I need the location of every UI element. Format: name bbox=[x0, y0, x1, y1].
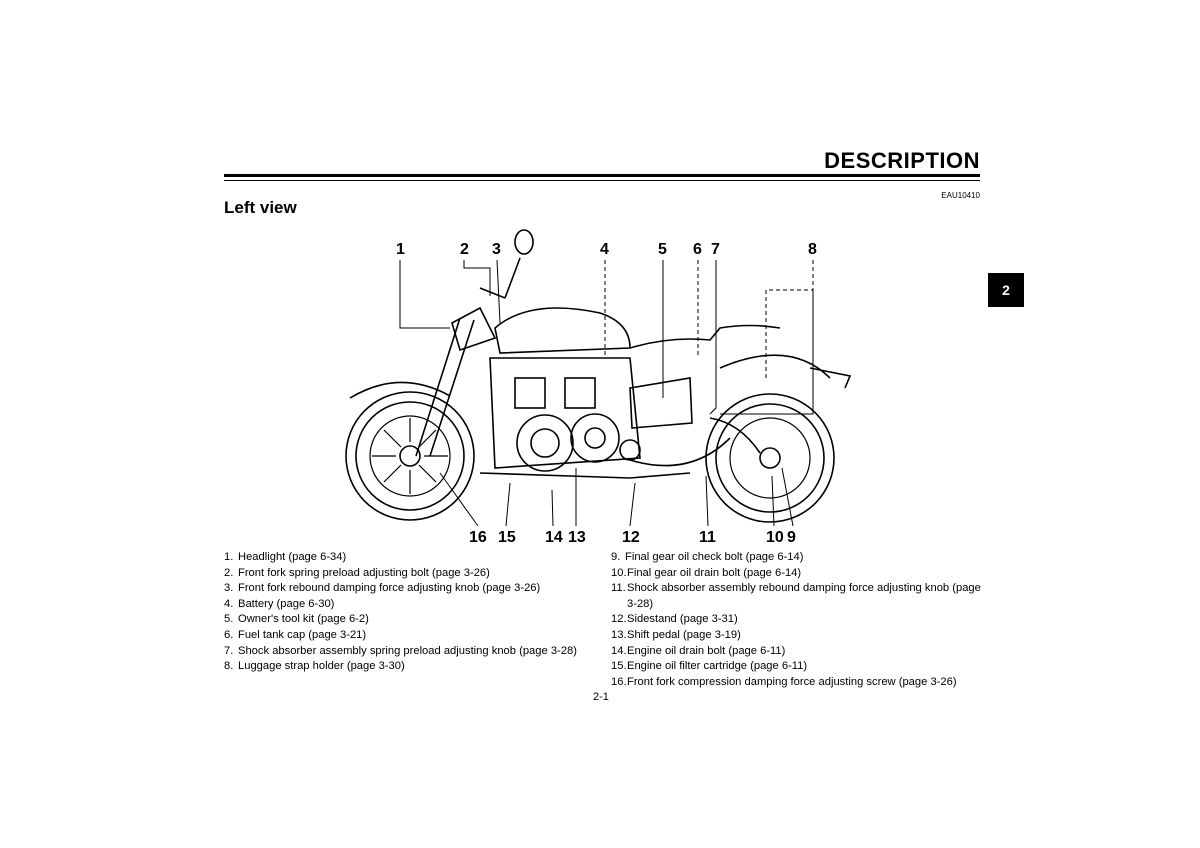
legend-number: 16. bbox=[611, 675, 627, 688]
legend-text: Final gear oil check bolt (page 6-14) bbox=[625, 551, 804, 563]
callout-9: 9 bbox=[787, 529, 796, 546]
legend-item: 3. Front fork rebound damping force adjus… bbox=[224, 581, 604, 597]
legend-number: 1. bbox=[224, 551, 234, 563]
legend-item: 10.Final gear oil drain bolt (page 6-14) bbox=[611, 566, 981, 582]
legend-text: Sidestand (page 3-31) bbox=[627, 613, 738, 626]
legend-number: 7. bbox=[224, 644, 234, 657]
legend-number: 11. bbox=[611, 582, 626, 595]
callout-3: 3 bbox=[492, 241, 501, 258]
legend-number: 13. bbox=[611, 628, 627, 641]
header-rule-thin bbox=[224, 180, 980, 181]
legend-text: Front fork rebound damping force adjusti… bbox=[238, 582, 541, 595]
callout-5: 5 bbox=[658, 241, 667, 258]
legend-number: 12. bbox=[611, 613, 627, 626]
legend-item: 9. Final gear oil check bolt (page 6-14) bbox=[611, 550, 981, 566]
legend-text: Battery (page 6-30) bbox=[238, 597, 335, 610]
callouts-top: 1 2 3 4 5 6 7 8 bbox=[396, 241, 817, 258]
legend-item: 2. Front fork spring preload adjusting bo… bbox=[224, 566, 604, 582]
legend-number: 3. bbox=[224, 582, 234, 595]
page-subtitle: Left view bbox=[224, 198, 297, 217]
legend-number: 9. bbox=[611, 551, 621, 563]
legend-item: 15.Engine oil filter cartridge (page 6-1… bbox=[611, 659, 981, 675]
legend-text: Headlight (page 6-34) bbox=[238, 551, 347, 563]
leader-lines-bottom bbox=[439, 467, 794, 527]
motorcycle-left-view-illustration: 1 2 3 4 5 6 7 8 16 15 14 13 12 11 10 9 bbox=[345, 229, 852, 546]
header-rule-thick bbox=[224, 174, 980, 177]
legend-right: 9.Final gear oil check bolt (page 6-14) … bbox=[611, 550, 981, 690]
section-title: DESCRIPTION bbox=[824, 148, 980, 173]
legend-item: 12.Sidestand (page 3-31) bbox=[611, 612, 981, 628]
legend-text: Luggage strap holder (page 3-30) bbox=[238, 660, 405, 673]
callout-7: 7 bbox=[711, 241, 720, 258]
chapter-tab: 2 bbox=[988, 273, 1024, 307]
legend-number: 14. bbox=[611, 644, 627, 657]
legend-number: 2. bbox=[224, 566, 234, 579]
legend-number: 6. bbox=[224, 628, 234, 641]
callout-14: 14 bbox=[545, 529, 563, 546]
callout-12: 12 bbox=[622, 529, 640, 546]
legend-item: 13.Shift pedal (page 3-19) bbox=[611, 628, 981, 644]
legend-item: 14.Engine oil drain bolt (page 6-11) bbox=[611, 644, 981, 660]
legend-number: 15. bbox=[611, 660, 627, 673]
document-code: EAU10410 bbox=[941, 191, 980, 200]
legend-item: 8. Luggage strap holder (page 3-30) bbox=[224, 659, 604, 675]
callout-2: 2 bbox=[460, 241, 469, 258]
legend-text: Engine oil drain bolt (page 6-11) bbox=[627, 644, 786, 657]
legend-text: Front fork spring preload adjusting bolt… bbox=[238, 566, 490, 579]
legend-number: 10. bbox=[611, 566, 627, 579]
legend-text: Fuel tank cap (page 3-21) bbox=[238, 628, 367, 641]
legend-left: 1. Headlight (page 6-34) 2. Front fork spr… bbox=[224, 550, 604, 675]
legend-item: 5. Owner's tool kit (page 6-2) bbox=[224, 612, 604, 628]
legend-item: 16.Front fork compression damping force … bbox=[611, 675, 981, 691]
legend-item: 4. Battery (page 6-30) bbox=[224, 597, 604, 613]
legend-item: 6. Fuel tank cap (page 3-21) bbox=[224, 628, 604, 644]
legend-item: 11.Shock absorber assembly rebound dampi… bbox=[611, 581, 981, 612]
callout-11: 11 bbox=[699, 529, 716, 546]
callout-15: 15 bbox=[498, 529, 516, 546]
callout-6: 6 bbox=[693, 241, 702, 258]
callout-10: 10 bbox=[766, 529, 784, 546]
legend-item: 1. Headlight (page 6-34) bbox=[224, 550, 604, 566]
legend-number: 8. bbox=[224, 660, 234, 673]
callout-4: 4 bbox=[600, 241, 609, 258]
callout-1: 1 bbox=[396, 241, 405, 258]
legend-text: Owner's tool kit (page 6-2) bbox=[238, 613, 369, 626]
callout-16: 16 bbox=[469, 529, 487, 546]
page-number: 2-1 bbox=[593, 691, 609, 703]
legend-text: Final gear oil drain bolt (page 6-14) bbox=[627, 566, 802, 579]
leader-lines-top bbox=[399, 259, 814, 415]
legend-text: Shock absorber assembly spring preload a… bbox=[238, 644, 577, 657]
legend-text: Engine oil filter cartridge (page 6-11) bbox=[627, 660, 808, 673]
callouts-bottom: 16 15 14 13 12 11 10 9 bbox=[469, 529, 796, 546]
legend-number: 5. bbox=[224, 613, 234, 626]
legend-text: Front fork compression damping force adj… bbox=[627, 675, 957, 688]
legend-number: 4. bbox=[224, 597, 234, 610]
callout-8: 8 bbox=[808, 241, 817, 258]
legend-text: Shock absorber assembly rebound damping … bbox=[627, 582, 981, 610]
legend-item: 7. Shock absorber assembly spring preload… bbox=[224, 644, 604, 660]
legend-text: Shift pedal (page 3-19) bbox=[627, 628, 741, 641]
callout-13: 13 bbox=[568, 529, 586, 546]
